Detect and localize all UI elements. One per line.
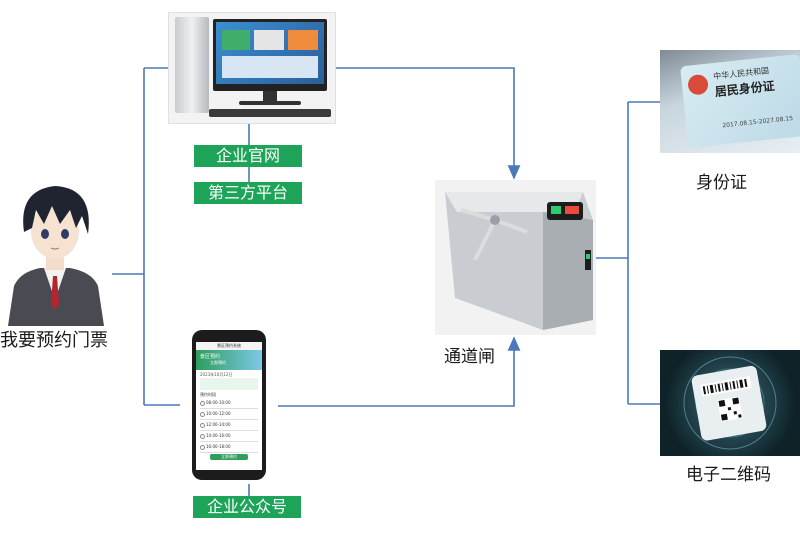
phone-to-gate-arrow [278,336,521,407]
phone-image: 景区预约系统 景区预约 立即预约 2023年10月12日 预约时段 08:00-… [180,328,278,484]
app-title: 景区预约系统 [196,342,262,350]
label-official-site: 企业官网 [194,145,302,167]
id-card: 中华人民共和国 居民身份证 2017.08.15-2027.08.15 [680,53,800,149]
slot-row[interactable]: 08:00-10:00 [200,398,258,409]
slot-label: 10:00-12:00 [206,411,231,416]
radio-icon [200,434,205,439]
pc-tower [175,17,209,113]
app-section-title: 预约时段 [200,392,216,397]
keyboard [209,109,331,117]
id-card-validity: 2017.08.15-2027.08.15 [722,114,794,130]
app-banner-subtext: 立即预约 [210,360,226,365]
id-card-image: 中华人民共和国 居民身份证 2017.08.15-2027.08.15 [660,50,800,153]
phone-body: 景区预约系统 景区预约 立即预约 2023年10月12日 预约时段 08:00-… [192,330,266,480]
emblem-icon [687,73,710,96]
slot-label: 08:00-10:00 [206,400,231,405]
radio-icon [200,445,205,450]
slot-row[interactable]: 16:00-18:00 [200,442,258,453]
radio-icon [200,401,205,406]
label-third-party: 第三方平台 [194,182,302,204]
app-banner-text: 景区预约 [200,354,221,360]
slot-label: 14:00-16:00 [206,433,231,438]
qr-code-image [660,350,800,456]
app-banner: 景区预约 立即预约 [196,350,262,370]
person-illustration [0,176,110,326]
slot-row[interactable]: 10:00-12:00 [200,409,258,420]
slot-row[interactable]: 12:00-14:00 [200,420,258,431]
monitor [213,19,327,91]
slot-label: 12:00-14:00 [206,422,231,427]
gate-label: 通道闸 [444,347,495,367]
qr-code-label: 电子二维码 [686,465,771,485]
person-caption: 我要预约门票 [0,330,108,351]
id-card-label: 身份证 [696,173,747,193]
radio-icon [200,423,205,428]
computer-image [168,12,336,124]
app-date: 2023年10月12日 [200,372,233,377]
slot-row[interactable]: 14:00-16:00 [200,431,258,442]
phone-screen: 景区预约系统 景区预约 立即预约 2023年10月12日 预约时段 08:00-… [196,342,262,470]
app-slot-list: 08:00-10:00 10:00-12:00 12:00-14:00 14:00-1… [200,398,258,453]
radio-icon [200,412,205,417]
app-book-button[interactable]: 立即预约 [210,454,248,460]
computer-to-gate-arrow [333,67,521,180]
slot-label: 16:00-18:00 [206,444,231,449]
app-calendar [200,378,258,390]
monitor-screen [216,22,324,84]
turnstile-gate-image [435,180,596,335]
label-wechat-account: 企业公众号 [193,496,301,518]
